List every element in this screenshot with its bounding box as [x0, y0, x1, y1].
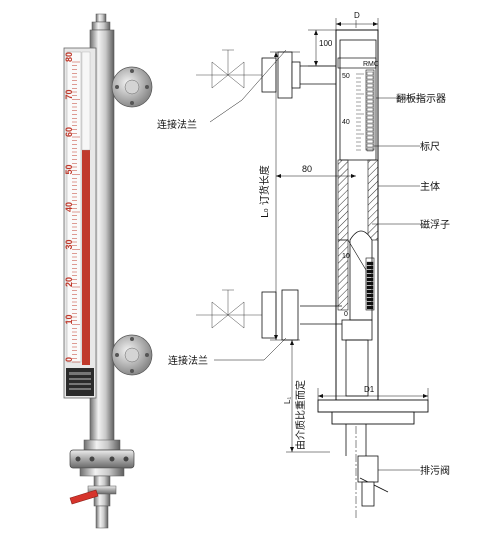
- flap-element-filled: [366, 301, 374, 306]
- flap-element-filled: [366, 281, 374, 286]
- flap-element-filled: [366, 277, 374, 282]
- label-order-length: L₀ 订货长度: [258, 165, 271, 218]
- flap-element: [366, 119, 374, 124]
- label-flange-top: 连接法兰: [157, 118, 197, 131]
- photo-scale-number: 50: [64, 164, 74, 174]
- flap-element: [366, 127, 374, 132]
- gauge-photo: 80 70 60 50 40 30 20 10 0: [63, 13, 153, 529]
- drawing-indicator-head: [337, 57, 377, 69]
- photo-scale-number: 10: [64, 314, 74, 324]
- drain-valve-handle: [69, 489, 99, 505]
- drawing-base-flange: [317, 399, 429, 413]
- flap-element-filled: [366, 293, 374, 298]
- level-red-column: [82, 150, 90, 365]
- drawing-top-flange: [277, 51, 293, 99]
- flap-element: [366, 83, 374, 88]
- label-flap-indicator: 翻板指示器: [396, 92, 446, 105]
- flap-element: [366, 123, 374, 128]
- dim-l1: L₁: [283, 397, 292, 404]
- dim-d-top: D: [354, 11, 360, 20]
- flap-element-filled: [366, 273, 374, 278]
- dim-80: 80: [302, 164, 312, 174]
- flap-element: [366, 147, 374, 152]
- flap-element: [366, 103, 374, 108]
- drawing-scale-40: 40: [342, 119, 350, 126]
- drawing-scale-50: 50: [342, 73, 350, 80]
- dim-d1: D1: [364, 385, 375, 394]
- label-main-body: 主体: [420, 181, 440, 193]
- flap-element-filled: [366, 297, 374, 302]
- flap-element: [366, 107, 374, 112]
- flap-element: [366, 75, 374, 80]
- photo-scale-numbers: 80 70 60 50 40 30 20 10 0: [64, 52, 74, 362]
- flap-element: [366, 95, 374, 100]
- indicator-logo: RMC: [363, 61, 379, 68]
- technical-drawing: [196, 18, 429, 520]
- flap-element: [366, 143, 374, 148]
- drawing-scale-ticks-top: [356, 73, 364, 151]
- photo-scale-ticks: [72, 61, 80, 363]
- photo-scale-number: 20: [64, 277, 74, 287]
- label-medium-density: 由介质比重而定: [294, 380, 307, 450]
- photo-scale-number: 0: [64, 357, 74, 362]
- drawing-scale-10: 10: [342, 253, 350, 260]
- photo-scale-number: 80: [64, 52, 74, 62]
- dim-100: 100: [319, 39, 333, 48]
- drawing-bottom-flange: [281, 289, 299, 341]
- flap-element: [366, 135, 374, 140]
- flap-element: [366, 87, 374, 92]
- drawing-scale-0: 0: [344, 311, 348, 318]
- label-scale: 标尺: [420, 141, 440, 153]
- photo-scale-number: 60: [64, 127, 74, 137]
- flap-element: [366, 131, 374, 136]
- flap-element: [366, 139, 374, 144]
- flap-element: [366, 91, 374, 96]
- flap-element-filled: [366, 265, 374, 270]
- photo-scale-number: 30: [64, 239, 74, 249]
- label-drain-valve: 排污阀: [420, 464, 450, 477]
- flap-element-filled: [366, 261, 374, 266]
- flap-element-filled: [366, 285, 374, 290]
- photo-scale-number: 40: [64, 202, 74, 212]
- flap-indicator-elements: [366, 71, 374, 152]
- flap-element: [366, 111, 374, 116]
- label-magnetic-float: 磁浮子: [420, 218, 450, 231]
- top-cap: [95, 13, 107, 23]
- flap-element-filled: [366, 269, 374, 274]
- flap-element: [366, 99, 374, 104]
- label-flange-bottom: 连接法兰: [168, 354, 208, 367]
- flap-element: [366, 115, 374, 120]
- flap-element: [366, 71, 374, 76]
- flap-element-filled: [366, 305, 374, 310]
- photo-scale-number: 70: [64, 89, 74, 99]
- flap-element-filled: [366, 289, 374, 294]
- flap-element: [366, 79, 374, 84]
